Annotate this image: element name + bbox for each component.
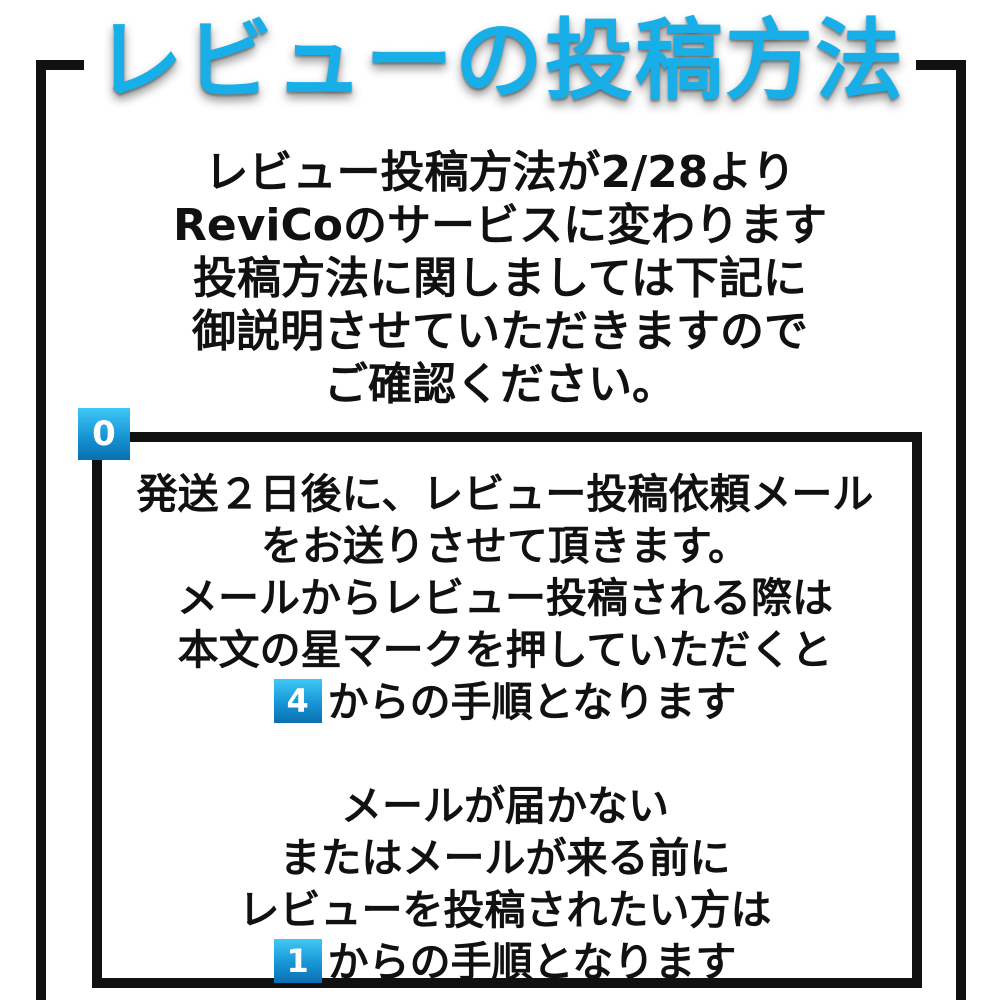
frame-top-right-line [916, 60, 966, 70]
instruction-text: 発送２日後に、レビュー投稿依頼メール をお送りさせて頂きます。 メールからレビュ… [100, 468, 910, 988]
intro-line: 御説明させていただきますので [192, 306, 808, 357]
instruction-box [92, 432, 922, 988]
section1-line: メールからレビュー投稿される際は [177, 574, 833, 622]
frame-left-line [36, 60, 46, 1000]
section2-ref-text: からの手順となります [327, 938, 737, 986]
intro-line: ご確認ください。 [324, 359, 676, 410]
section2-line: レビューを投稿されたい方は [238, 886, 772, 934]
section2-line: またはメールが来る前に [279, 834, 731, 882]
spacer [100, 728, 910, 780]
intro-text: レビュー投稿方法が2/28より ReviCoのサービスに変わります 投稿方法に関… [100, 146, 900, 411]
section1-ref-text: からの手順となります [327, 678, 737, 726]
step-4-badge: 4 [273, 679, 322, 723]
intro-line: ReviCoのサービスに変わります [172, 200, 827, 251]
frame-top-left-line [36, 60, 84, 70]
section1-line: 発送２日後に、レビュー投稿依頼メール [136, 470, 874, 518]
section2-line: メールが届かない [341, 782, 669, 830]
frame-right-line [956, 60, 966, 1000]
step-1-badge: 1 [273, 939, 322, 983]
page-title: レビューの投稿方法 [94, 9, 905, 112]
intro-line: 投稿方法に関しましては下記に [193, 253, 807, 304]
intro-line: レビュー投稿方法が2/28より [204, 147, 796, 198]
section1-line: をお送りさせて頂きます。 [261, 522, 749, 570]
step-badge: 0 [78, 408, 130, 460]
section1-line: 本文の星マークを押していただくと [177, 626, 833, 674]
